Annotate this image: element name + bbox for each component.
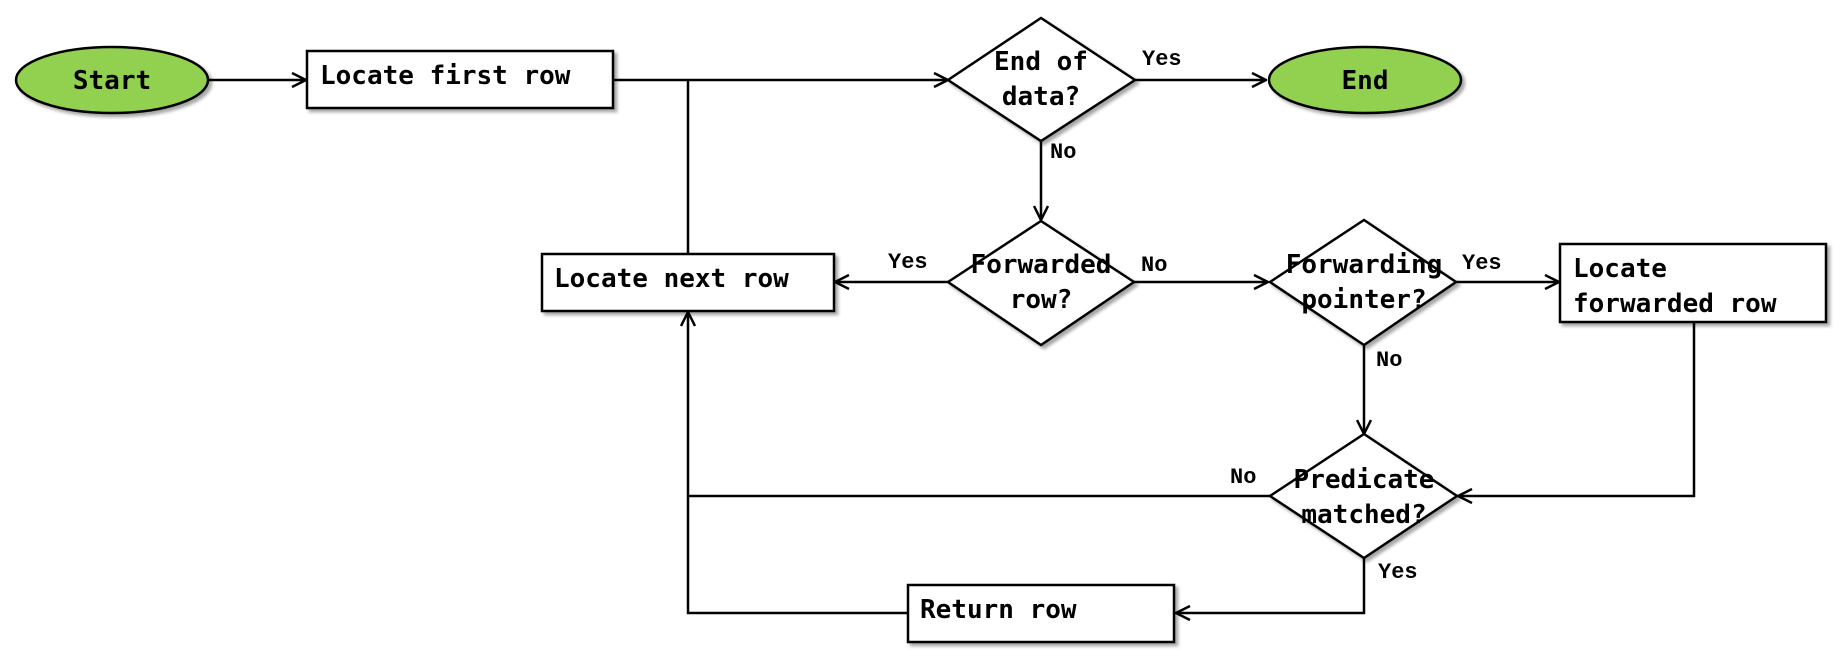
label-pointer-yes: Yes — [1462, 251, 1502, 276]
locate-forwarded-row-node: Locate forwarded row — [1558, 242, 1828, 324]
forwarded-row-node: Forwarded row? — [945, 219, 1137, 347]
predicate-matched-line2: matched? — [1301, 500, 1426, 530]
forwarded-row-diamond — [945, 219, 1137, 347]
forwarding-pointer-diamond — [1267, 218, 1459, 347]
locate-next-row-box — [540, 252, 836, 313]
end-of-data-diamond — [945, 16, 1138, 143]
end-node: End — [1267, 45, 1463, 115]
end-of-data-line2: data? — [1002, 82, 1080, 112]
end-label: End — [1342, 66, 1389, 96]
start-label: Start — [73, 66, 151, 96]
locate-forwarded-row-box — [1558, 242, 1828, 324]
label-end-of-data-no: No — [1050, 140, 1076, 165]
end-ellipse — [1267, 45, 1463, 115]
edge-forwarded-row-to-predicate — [1458, 322, 1696, 496]
start-node: Start — [14, 45, 210, 115]
forwarding-pointer-node: Forwarding pointer? — [1267, 218, 1459, 347]
label-predicate-no: No — [1230, 465, 1256, 490]
predicate-matched-line1: Predicate — [1294, 465, 1435, 495]
edge-labels: Yes No Yes No Yes No No Yes — [888, 47, 1502, 585]
forwarded-row-line2: row? — [1010, 285, 1073, 315]
start-ellipse — [14, 45, 210, 115]
forwarding-pointer-line1: Forwarding — [1286, 250, 1443, 280]
locate-next-row-node: Locate next row — [540, 252, 836, 313]
return-row-node: Return row — [906, 583, 1176, 644]
label-pointer-no: No — [1376, 348, 1402, 373]
label-forwarded-no: No — [1141, 253, 1167, 278]
locate-forwarded-row-line2: forwarded row — [1573, 289, 1777, 319]
connectors — [208, 80, 1696, 615]
predicate-matched-diamond — [1267, 432, 1460, 560]
locate-next-row-label: Locate next row — [554, 264, 789, 294]
forwarding-pointer-line2: pointer? — [1301, 285, 1426, 315]
locate-first-row-label: Locate first row — [320, 61, 571, 91]
locate-first-row-node: Locate first row — [305, 49, 615, 110]
locate-first-row-box — [305, 49, 615, 110]
label-end-of-data-yes: Yes — [1142, 47, 1182, 72]
edge-predicate-yes — [1176, 558, 1366, 613]
locate-forwarded-row-line1: Locate — [1573, 254, 1667, 284]
edge-return-to-locate-next — [688, 312, 908, 615]
label-predicate-yes: Yes — [1378, 560, 1418, 585]
forwarded-row-line1: Forwarded — [971, 250, 1112, 280]
return-row-label: Return row — [920, 595, 1077, 625]
label-forwarded-yes: Yes — [888, 250, 928, 275]
predicate-matched-node: Predicate matched? — [1267, 432, 1460, 560]
end-of-data-line1: End of — [994, 47, 1088, 77]
return-row-box — [906, 583, 1176, 644]
end-of-data-node: End of data? — [945, 16, 1138, 143]
